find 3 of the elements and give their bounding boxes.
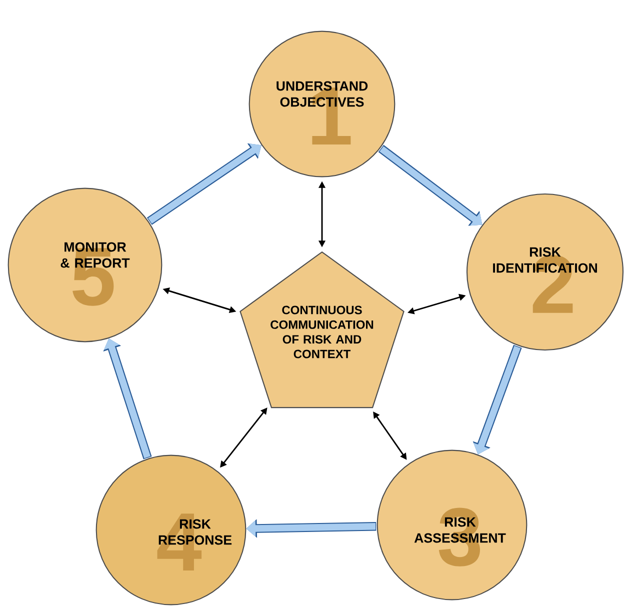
block-arrow bbox=[146, 143, 262, 225]
block-arrow bbox=[378, 144, 482, 226]
pentagon: CONTINUOUS COMMUNICATION OF RISK AND CONTEXT bbox=[240, 251, 404, 408]
